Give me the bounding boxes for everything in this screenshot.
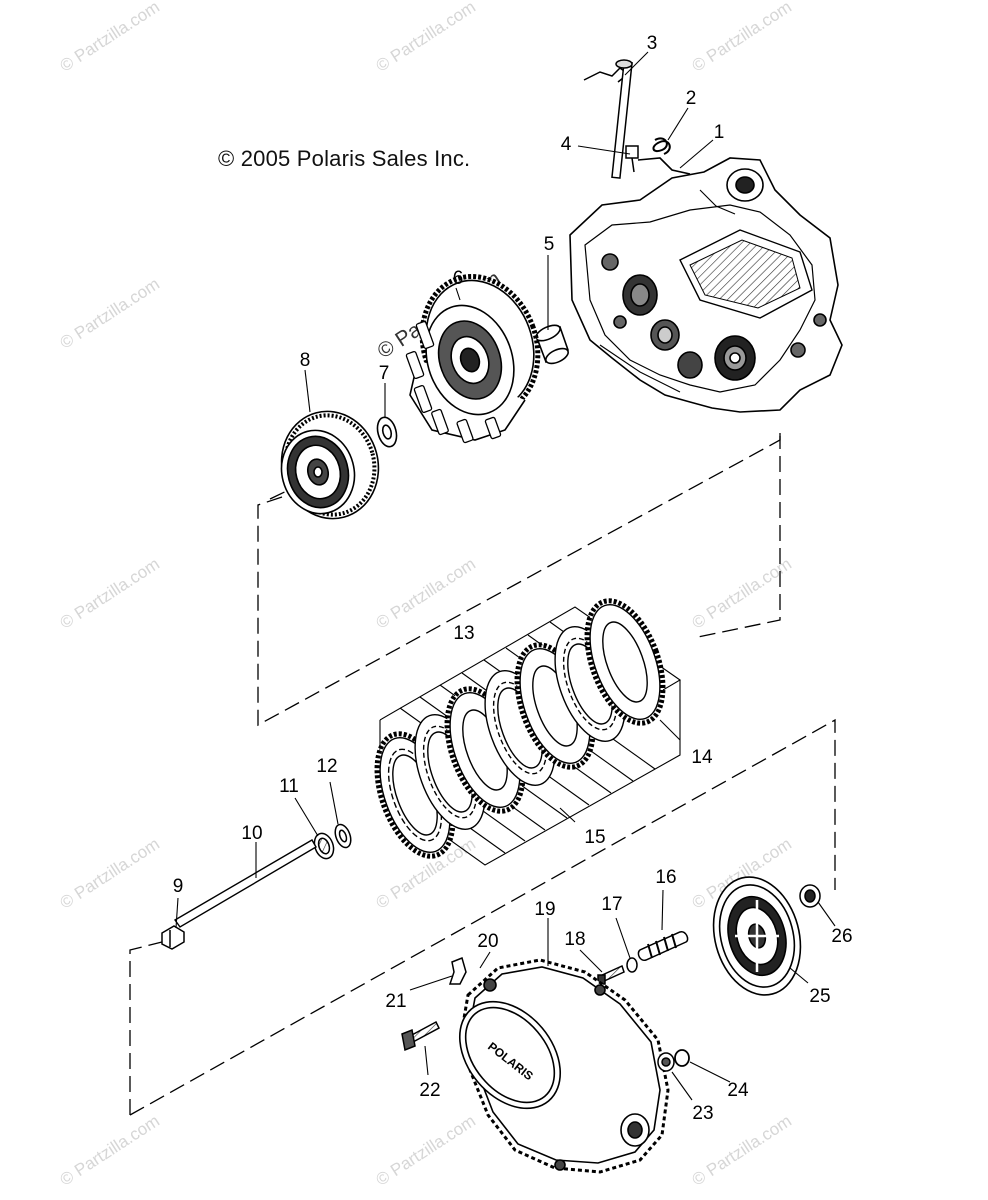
part-12-washer xyxy=(334,823,352,849)
part-6-clutch-basket xyxy=(405,273,541,444)
callout-2: 2 xyxy=(686,88,697,109)
copyright-text: © 2005 Polaris Sales Inc. xyxy=(218,146,471,171)
callout-8: 8 xyxy=(300,350,311,371)
callout-15: 15 xyxy=(584,827,605,848)
part-17-washer xyxy=(626,957,638,973)
part-9-fitting xyxy=(161,925,185,950)
part-18-bolt xyxy=(597,964,625,985)
part-8-clutch-hub xyxy=(280,410,380,520)
callout-10: 10 xyxy=(241,823,262,844)
callout-18: 18 xyxy=(564,929,585,950)
callout-16: 16 xyxy=(655,867,676,888)
callout-3: 3 xyxy=(647,33,658,54)
part-26-bearing xyxy=(799,884,821,908)
callout-11: 11 xyxy=(279,776,299,797)
part-20-fitting xyxy=(448,956,467,985)
callout-14: 14 xyxy=(691,747,713,768)
callout-21: 21 xyxy=(385,991,406,1012)
callout-24: 24 xyxy=(727,1080,749,1101)
part-11-bearing xyxy=(313,832,335,860)
callout-labels: 1 2 3 4 5 6 7 8 9 10 11 12 13 14 15 16 1… xyxy=(173,33,853,1124)
clutch-plate-stack xyxy=(374,598,682,866)
part-19-clutch-cover: POLARIS xyxy=(458,958,670,1174)
part-5-bushing xyxy=(535,324,569,365)
callout-1: 1 xyxy=(714,122,725,143)
callout-20: 20 xyxy=(477,931,498,952)
part-16-spring xyxy=(637,931,689,962)
callout-25: 25 xyxy=(809,986,830,1007)
callout-13: 13 xyxy=(453,623,474,644)
callout-19: 19 xyxy=(534,899,555,920)
shift-shaft-assembly xyxy=(583,59,691,179)
callout-26: 26 xyxy=(831,926,852,947)
part-25-pressure-plate xyxy=(712,876,802,996)
assembly-guide-lines xyxy=(129,433,836,1116)
callout-5: 5 xyxy=(544,234,555,255)
part-24-o-ring xyxy=(674,1049,690,1067)
callout-6: 6 xyxy=(453,268,464,289)
part-22-bolt xyxy=(401,1020,440,1052)
part-10-push-rod xyxy=(173,839,317,928)
part-23-seal xyxy=(657,1052,675,1072)
callout-4: 4 xyxy=(561,134,572,155)
part-7-washer xyxy=(376,416,398,448)
callout-7: 7 xyxy=(379,363,390,384)
callout-9: 9 xyxy=(173,876,184,897)
leader-lines xyxy=(175,51,836,1101)
callout-23: 23 xyxy=(692,1103,713,1124)
callout-12: 12 xyxy=(316,756,337,777)
callout-17: 17 xyxy=(601,894,622,915)
callout-22: 22 xyxy=(419,1080,440,1101)
crankcase xyxy=(569,157,843,413)
